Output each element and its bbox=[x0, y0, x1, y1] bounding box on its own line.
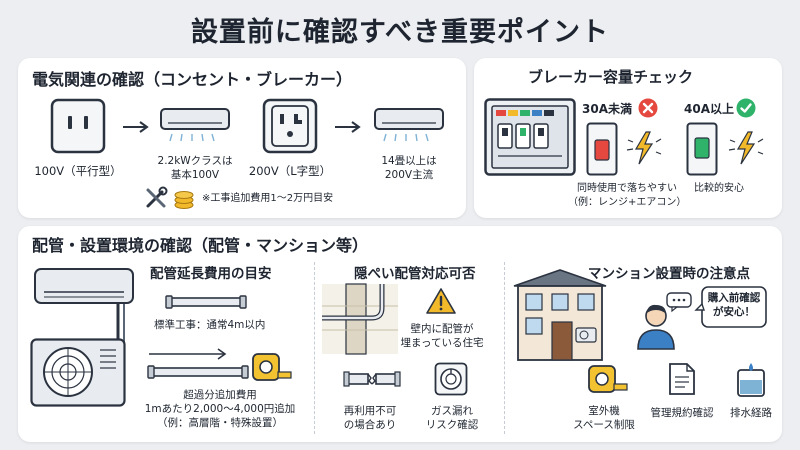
extension-heading: 配管延長費用の目安 bbox=[150, 266, 272, 282]
outlet-100v-label: 100V（平行型） bbox=[34, 164, 122, 178]
aircon-100v-label: 2.2kWクラスは基本100V bbox=[157, 155, 233, 182]
breaker-switch-red-icon bbox=[586, 122, 618, 176]
person-icon bbox=[637, 304, 675, 350]
air-conditioner-icon bbox=[374, 108, 444, 142]
page-title: 設置前に確認すべき重要ポイント bbox=[190, 17, 610, 48]
air-conditioner-icon bbox=[160, 108, 230, 142]
ng-cross-icon bbox=[638, 98, 658, 118]
rules-label: 管理規約確認 bbox=[650, 407, 714, 419]
air-conditioner-indoor-icon bbox=[34, 268, 134, 304]
lightning-bolt-icon bbox=[626, 131, 662, 165]
arrow-right-icon bbox=[335, 121, 361, 133]
drain-label: 排水経路 bbox=[730, 407, 772, 419]
building-icon bbox=[513, 269, 607, 361]
document-icon bbox=[669, 363, 695, 395]
wall-pipe-icon bbox=[322, 283, 398, 355]
speech-bubble bbox=[694, 286, 767, 328]
pipe-icon bbox=[165, 295, 247, 309]
ok-check-icon bbox=[736, 98, 756, 118]
in-wall-label: 壁内に配管が埋まっている住宅 bbox=[400, 323, 484, 350]
outdoor-space-label: 室外機スペース制限 bbox=[573, 405, 635, 432]
arrow-right-icon bbox=[149, 348, 227, 360]
hidden-piping-heading: 隠ぺい配管対応可否 bbox=[354, 266, 476, 282]
speech-bubble-icon bbox=[666, 292, 692, 313]
breaker-switch-green-icon bbox=[686, 122, 718, 176]
tape-measure-icon bbox=[252, 353, 292, 381]
outdoor-unit-icon bbox=[30, 338, 126, 407]
outlet-200v-label: 200V（L字型） bbox=[248, 164, 332, 178]
outlet-100v-icon bbox=[50, 98, 106, 154]
piping-panel: 配管・設置環境の確認（配管・マンション等） 配管延長費用の目安 標準工事：通常4… bbox=[18, 226, 782, 442]
standard-work-label: 標準工事：通常4m以内 bbox=[154, 319, 266, 331]
tape-measure-icon bbox=[588, 365, 628, 393]
electric-heading: 電気関連の確認（コンセント・ブレーカー） bbox=[32, 70, 353, 89]
electric-panel: 電気関連の確認（コンセント・ブレーカー） 100V（平行型） 2.2kWクラスは… bbox=[18, 58, 466, 218]
under-30a-label: 30A未満 bbox=[582, 102, 632, 116]
mansion-heading: マンション設置時の注意点 bbox=[588, 266, 750, 282]
over-40a-label: 40A以上 bbox=[684, 102, 734, 116]
breaker-box-icon bbox=[484, 98, 576, 176]
lightning-bolt-icon bbox=[728, 131, 764, 165]
tools-icon bbox=[146, 186, 168, 208]
gas-label: ガス漏れリスク確認 bbox=[425, 405, 479, 432]
broken-pipe-icon bbox=[343, 371, 401, 387]
safe-note: 比較的安心 bbox=[694, 183, 744, 194]
breaker-panel: ブレーカー容量チェック 30A未満 同時使用で落ちやすい（例：レンジ+エアコン） bbox=[474, 58, 782, 218]
trip-note: 同時使用で落ちやすい（例：レンジ+エアコン） bbox=[568, 183, 687, 208]
drain-icon bbox=[737, 363, 765, 397]
gas-valve-icon bbox=[434, 362, 468, 396]
divider bbox=[504, 262, 505, 434]
piping-heading: 配管・設置環境の確認（配管・マンション等） bbox=[32, 236, 369, 255]
reuse-label: 再利用不可の場合あり bbox=[343, 405, 397, 432]
warning-icon bbox=[426, 288, 456, 314]
breaker-heading: ブレーカー容量チェック bbox=[528, 68, 694, 86]
divider bbox=[314, 262, 315, 434]
outlet-200v-icon bbox=[262, 98, 318, 154]
pipe-icon bbox=[147, 365, 249, 379]
cost-note: ※工事追加費用1〜2万円目安 bbox=[202, 193, 334, 204]
arrow-right-icon bbox=[123, 121, 149, 133]
coins-icon bbox=[174, 191, 194, 209]
check-before-purchase-label: 購入前確認が安心！ bbox=[707, 292, 761, 319]
